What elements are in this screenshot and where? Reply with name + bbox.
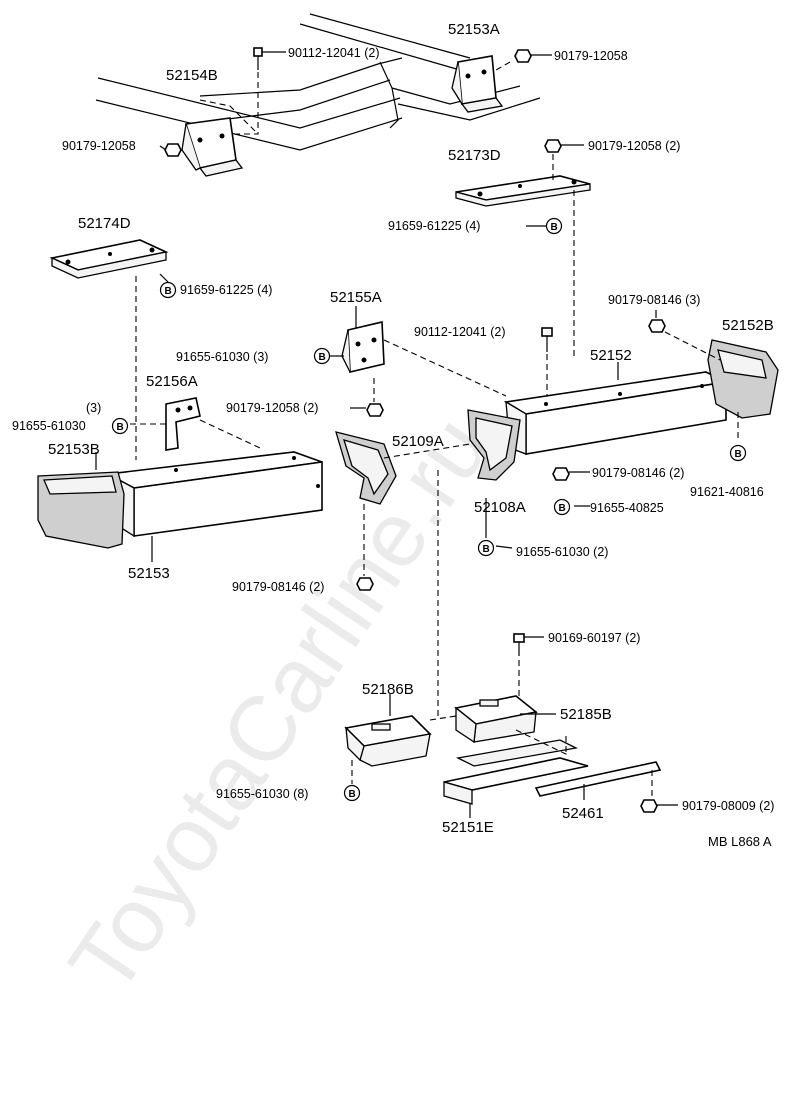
diagram-code: MB L868 A (708, 834, 772, 849)
label-90169-60197: 90169-60197 (2) (548, 631, 640, 645)
bracket-52156A-drawing (165, 397, 201, 451)
label-52156A: 52156A (146, 373, 198, 390)
svg-text:B: B (349, 789, 356, 800)
label-91655-61030-8: 91655-61030 (8) (216, 787, 308, 801)
bolt-top-drawing (253, 47, 263, 70)
nut-top-right-drawing (514, 49, 532, 63)
svg-text:B: B (165, 286, 172, 297)
step-52461-drawing (534, 761, 662, 797)
b-marker-3: B (313, 347, 331, 365)
label-52174D: 52174D (78, 215, 131, 232)
svg-text:B: B (551, 222, 558, 233)
nut-52173D-drawing (544, 139, 562, 153)
endcap-52152B-drawing (707, 339, 779, 419)
bolt-mid-drawing (541, 327, 553, 352)
b-marker-4: B (111, 417, 129, 435)
label-52153A: 52153A (448, 21, 500, 38)
bracket-52153A-drawing (451, 55, 504, 113)
bracket-52154B-drawing (181, 117, 244, 177)
label-91655-61030-3a: 91655-61030 (3) (176, 350, 268, 364)
label-90179-12058-left: 90179-12058 (62, 139, 136, 153)
label-52152: 52152 (590, 347, 632, 364)
label-90179-12058-top: 90179-12058 (554, 49, 628, 63)
nut-left-drawing (164, 143, 182, 157)
label-52186B: 52186B (362, 681, 414, 698)
nut-52108A-drawing (552, 467, 570, 481)
step-52186B-drawing (344, 715, 432, 767)
label-52153: 52153 (128, 565, 170, 582)
label-91655-40825: 91655-40825 (590, 501, 664, 515)
bracket-52108A-drawing (467, 409, 521, 481)
label-91659-61225-4b: 91659-61225 (4) (180, 283, 272, 297)
b-markers: B B B B B B B B (111, 217, 747, 802)
label-52109A: 52109A (392, 433, 444, 450)
label-91659-61225-4a: 91659-61225 (4) (388, 219, 480, 233)
frame-rails-drawing (95, 13, 541, 151)
b-marker-7: B (477, 539, 495, 557)
b-marker-5: B (729, 444, 747, 462)
label-90179-12058-2b: 90179-12058 (2) (226, 401, 318, 415)
bumper-52152-drawing (503, 371, 729, 455)
bracket-52109A-drawing (335, 431, 397, 505)
label-90112-12041-2: 90112-12041 (2) (414, 325, 506, 339)
label-91655-61030-2: 91655-61030 (2) (516, 545, 608, 559)
nut-52109A-drawing (356, 577, 374, 591)
label-52185B: 52185B (560, 706, 612, 723)
b-marker-8: B (343, 784, 361, 802)
b-marker-1: B (545, 217, 563, 235)
nut-52155A-drawing (366, 403, 384, 417)
label-52153B: 52153B (48, 441, 100, 458)
part-labels: 52153A 90179-12058 90112-12041 (2) 52154… (12, 21, 774, 849)
label-90112-12041-top: 90112-12041 (2) (288, 46, 380, 60)
label-90179-08146-3: 90179-08146 (3) (608, 293, 700, 307)
step-52185B-drawing (454, 695, 538, 744)
nut-52152B-drawing (648, 319, 666, 333)
svg-text:B: B (319, 352, 326, 363)
label-3: (3) (86, 401, 101, 415)
label-91621-40816: 91621-40816 (690, 485, 764, 499)
label-52173D: 52173D (448, 147, 501, 164)
label-52152B: 52152B (722, 317, 774, 334)
label-52151E: 52151E (442, 819, 494, 836)
label-52154B: 52154B (166, 67, 218, 84)
plate-52173D-drawing (455, 175, 591, 207)
b-marker-2: B (159, 281, 177, 299)
label-52155A: 52155A (330, 289, 382, 306)
label-90179-08146-2b: 90179-08146 (2) (232, 580, 324, 594)
bracket-52155A-drawing (341, 321, 385, 373)
bumper-52153-drawing (105, 451, 323, 538)
label-52108A: 52108A (474, 499, 526, 516)
plate-52174D-drawing (49, 239, 169, 279)
label-91655-61030: 91655-61030 (12, 419, 86, 433)
endcap-52153B-drawing (37, 471, 125, 549)
label-90179-08009: 90179-08009 (2) (682, 799, 774, 813)
nut-52461-drawing (640, 799, 658, 813)
svg-text:B: B (559, 503, 566, 514)
label-52461: 52461 (562, 805, 604, 822)
label-90179-08146-2a: 90179-08146 (2) (592, 466, 684, 480)
svg-text:B: B (117, 422, 124, 433)
svg-text:B: B (483, 544, 490, 555)
svg-text:B: B (735, 449, 742, 460)
step-52151E-drawing (443, 739, 589, 805)
b-marker-6: B (553, 498, 571, 516)
label-90179-12058-2: 90179-12058 (2) (588, 139, 680, 153)
